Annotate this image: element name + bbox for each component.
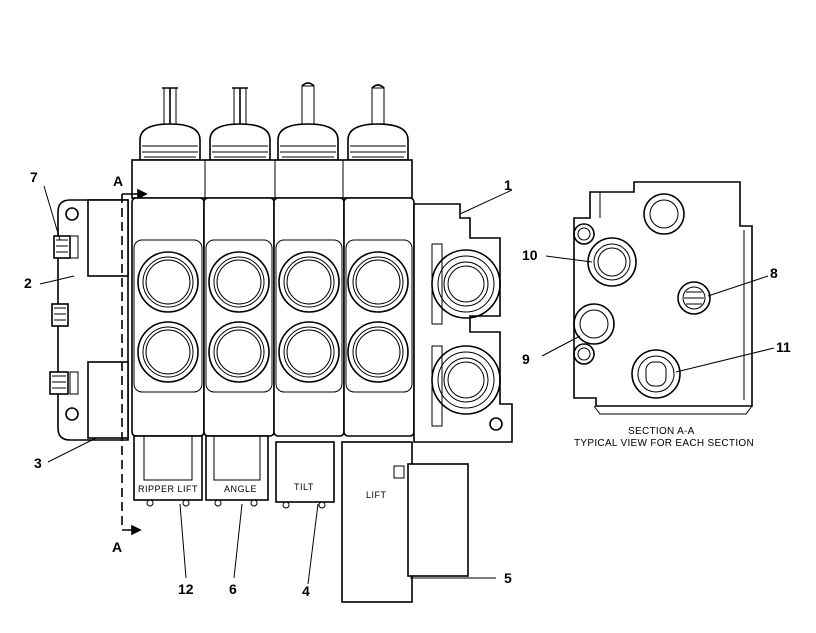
work-ports — [137, 251, 409, 383]
valve-sections — [131, 197, 415, 437]
label-angle: ANGLE — [224, 484, 257, 494]
section-marker-top: A — [113, 173, 123, 189]
callout-7: 7 — [30, 169, 38, 185]
leader-lines — [39, 185, 513, 585]
label-tilt: TILT — [294, 482, 314, 492]
callout-6: 6 — [229, 581, 237, 597]
section-caption: TYPICAL VIEW FOR EACH SECTION — [574, 438, 754, 449]
callout-10: 10 — [522, 247, 538, 263]
control-lever-ripper — [162, 87, 178, 125]
callout-8: 8 — [770, 265, 778, 281]
callout-3: 3 — [34, 455, 42, 471]
label-lift: LIFT — [366, 490, 387, 500]
callout-5: 5 — [504, 570, 512, 586]
section-title: SECTION A-A — [628, 426, 695, 437]
outlet-end-cover — [413, 203, 513, 443]
control-valve-assembly — [39, 82, 513, 603]
callout-4: 4 — [302, 583, 310, 599]
callout-2: 2 — [24, 275, 32, 291]
label-ripper-lift: RIPPER LIFT — [138, 484, 198, 494]
control-lever-tilt — [301, 82, 315, 125]
callout-9: 9 — [522, 351, 530, 367]
spool-housings — [133, 435, 469, 603]
section-marker-bottom: A — [112, 539, 122, 555]
lever-boots — [139, 123, 409, 161]
section-line-a-a — [121, 188, 148, 536]
control-lever-lift — [371, 84, 385, 125]
control-lever-angle — [232, 87, 248, 125]
section-a-a-view — [541, 181, 775, 415]
valve-bonnet — [131, 159, 413, 199]
callout-12: 12 — [178, 581, 194, 597]
inlet-end-cover — [49, 199, 129, 441]
callout-1: 1 — [504, 177, 512, 193]
callout-11: 11 — [776, 339, 791, 355]
